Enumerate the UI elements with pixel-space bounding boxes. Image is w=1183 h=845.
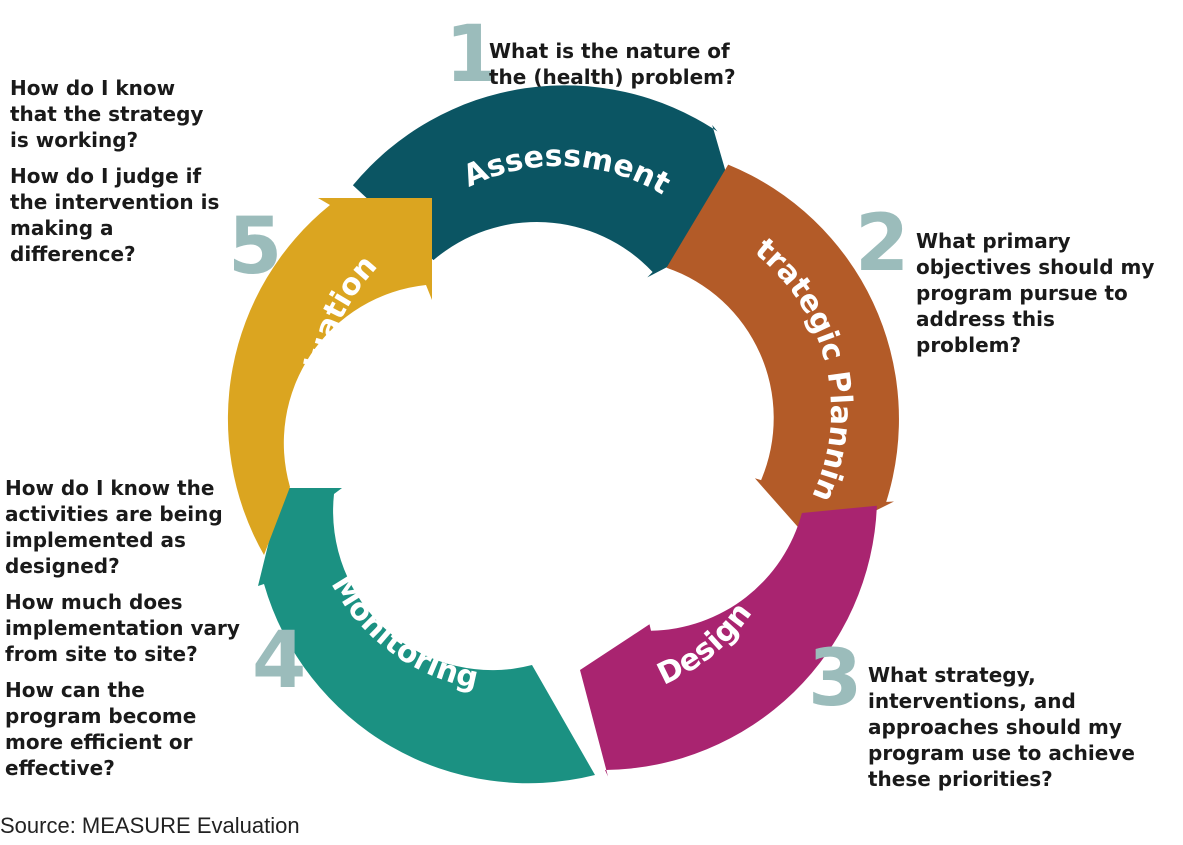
- arrow-assessment: [352, 85, 742, 278]
- source-caption: Source: MEASURE Evaluation: [0, 813, 300, 838]
- question-text: What strategy, interventions, and approa…: [868, 663, 1135, 791]
- question-text: How do I judge if the intervention is ma…: [10, 164, 220, 266]
- question-text: How much does implementation vary from s…: [5, 590, 240, 666]
- arrow-evaluation: [227, 198, 432, 555]
- stage-number-2: 2: [855, 199, 910, 289]
- question-text: What is the nature of the (health) probl…: [489, 39, 736, 89]
- question-block-strategic-planning: What primary objectives should my progra…: [916, 228, 1166, 368]
- question-text: How do I know that the strategy is worki…: [10, 76, 204, 152]
- question-block-evaluation: How do I know that the strategy is worki…: [10, 75, 225, 277]
- stage-number-4: 4: [252, 616, 307, 706]
- question-block-assessment: What is the nature of the (health) probl…: [489, 38, 749, 100]
- stage-number-3: 3: [808, 634, 863, 724]
- stage-number-1: 1: [445, 10, 500, 100]
- cycle-arrows: [227, 85, 899, 784]
- question-text: How can the program become more efficien…: [5, 678, 197, 780]
- question-block-monitoring: How do I know the activities are being i…: [5, 475, 245, 791]
- question-block-design: What strategy, interventions, and approa…: [868, 662, 1173, 802]
- question-text: How do I know the activities are being i…: [5, 476, 223, 578]
- arrow-monitoring: [258, 488, 595, 784]
- arrow-design: [580, 505, 877, 777]
- question-text: What primary objectives should my progra…: [916, 229, 1155, 357]
- arrow-strategic-planning: [666, 164, 899, 543]
- stage-number-5: 5: [228, 202, 283, 292]
